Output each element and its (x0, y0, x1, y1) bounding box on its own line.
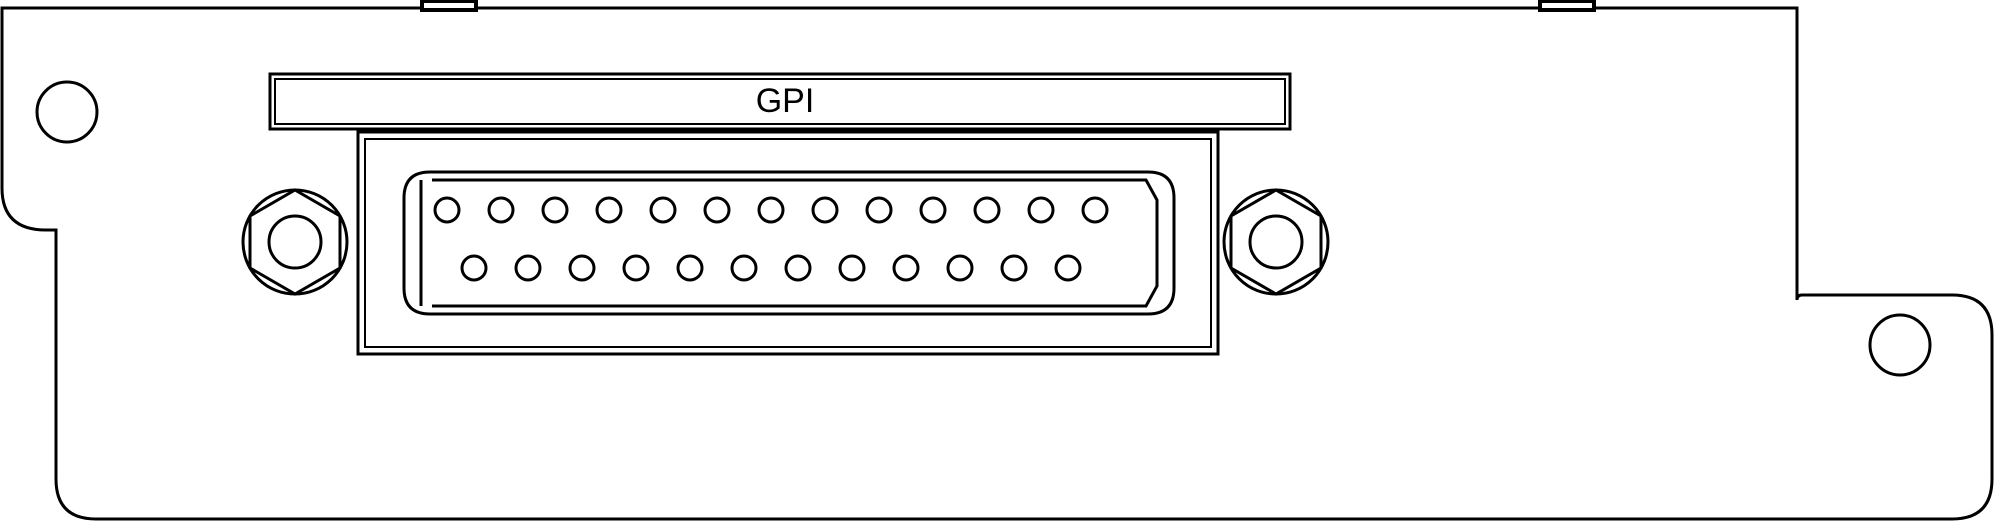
dsub-pin-hole (1029, 198, 1053, 222)
dsub-pin-hole (435, 198, 459, 222)
mounting-holes-group (37, 82, 1930, 375)
dsub-pin-hole (759, 198, 783, 222)
right-retention-tab (1540, 1, 1594, 10)
dsub-pin-hole (705, 198, 729, 222)
dsub-pin-hole (516, 256, 540, 280)
retention-tabs-group (422, 1, 1594, 10)
dsub-pin-array (435, 198, 1107, 280)
upper-left-mounting-hole (37, 82, 97, 142)
dsub-pin-hole (1002, 256, 1026, 280)
left-hex-nut (243, 190, 347, 294)
dsub-pin-hole (624, 256, 648, 280)
dsub-pin-hole (1056, 256, 1080, 280)
left-retention-tab (422, 1, 476, 10)
jack-screw-hardware-group (243, 190, 1328, 294)
label-plate-outer (270, 74, 1290, 129)
connector-flange-inner (365, 139, 1211, 347)
dsub-pin-hole (597, 198, 621, 222)
dsub-pin-hole (813, 198, 837, 222)
dsub-pin-top-row (435, 198, 1107, 222)
lower-right-mounting-hole (1870, 315, 1930, 375)
right-nut-bore-icon (1250, 216, 1302, 268)
dsub-pin-hole (894, 256, 918, 280)
dsub-pin-hole (867, 198, 891, 222)
dsub-pin-hole (921, 198, 945, 222)
right-hex-nut (1224, 190, 1328, 294)
dsub-pin-hole (678, 256, 702, 280)
dsub-pin-hole (786, 256, 810, 280)
dsub-pin-hole (570, 256, 594, 280)
dsub-shell-outer (404, 172, 1174, 314)
dsub-pin-hole (489, 198, 513, 222)
left-nut-bore-icon (269, 216, 321, 268)
dsub-pin-hole (651, 198, 675, 222)
dsub-pin-hole (1083, 198, 1107, 222)
dsub-connector-shell (404, 172, 1174, 314)
label-plate-inner (275, 79, 1285, 124)
dsub-pin-hole (840, 256, 864, 280)
dsub-pin-hole (732, 256, 756, 280)
label-plate: GPI (270, 74, 1290, 129)
dsub-pin-hole (543, 198, 567, 222)
dsub-pin-hole (462, 256, 486, 280)
dsub-pin-bottom-row (462, 256, 1080, 280)
dsub-pin-hole (975, 198, 999, 222)
label-plate-text: GPI (756, 82, 815, 120)
dsub-pin-hole (948, 256, 972, 280)
